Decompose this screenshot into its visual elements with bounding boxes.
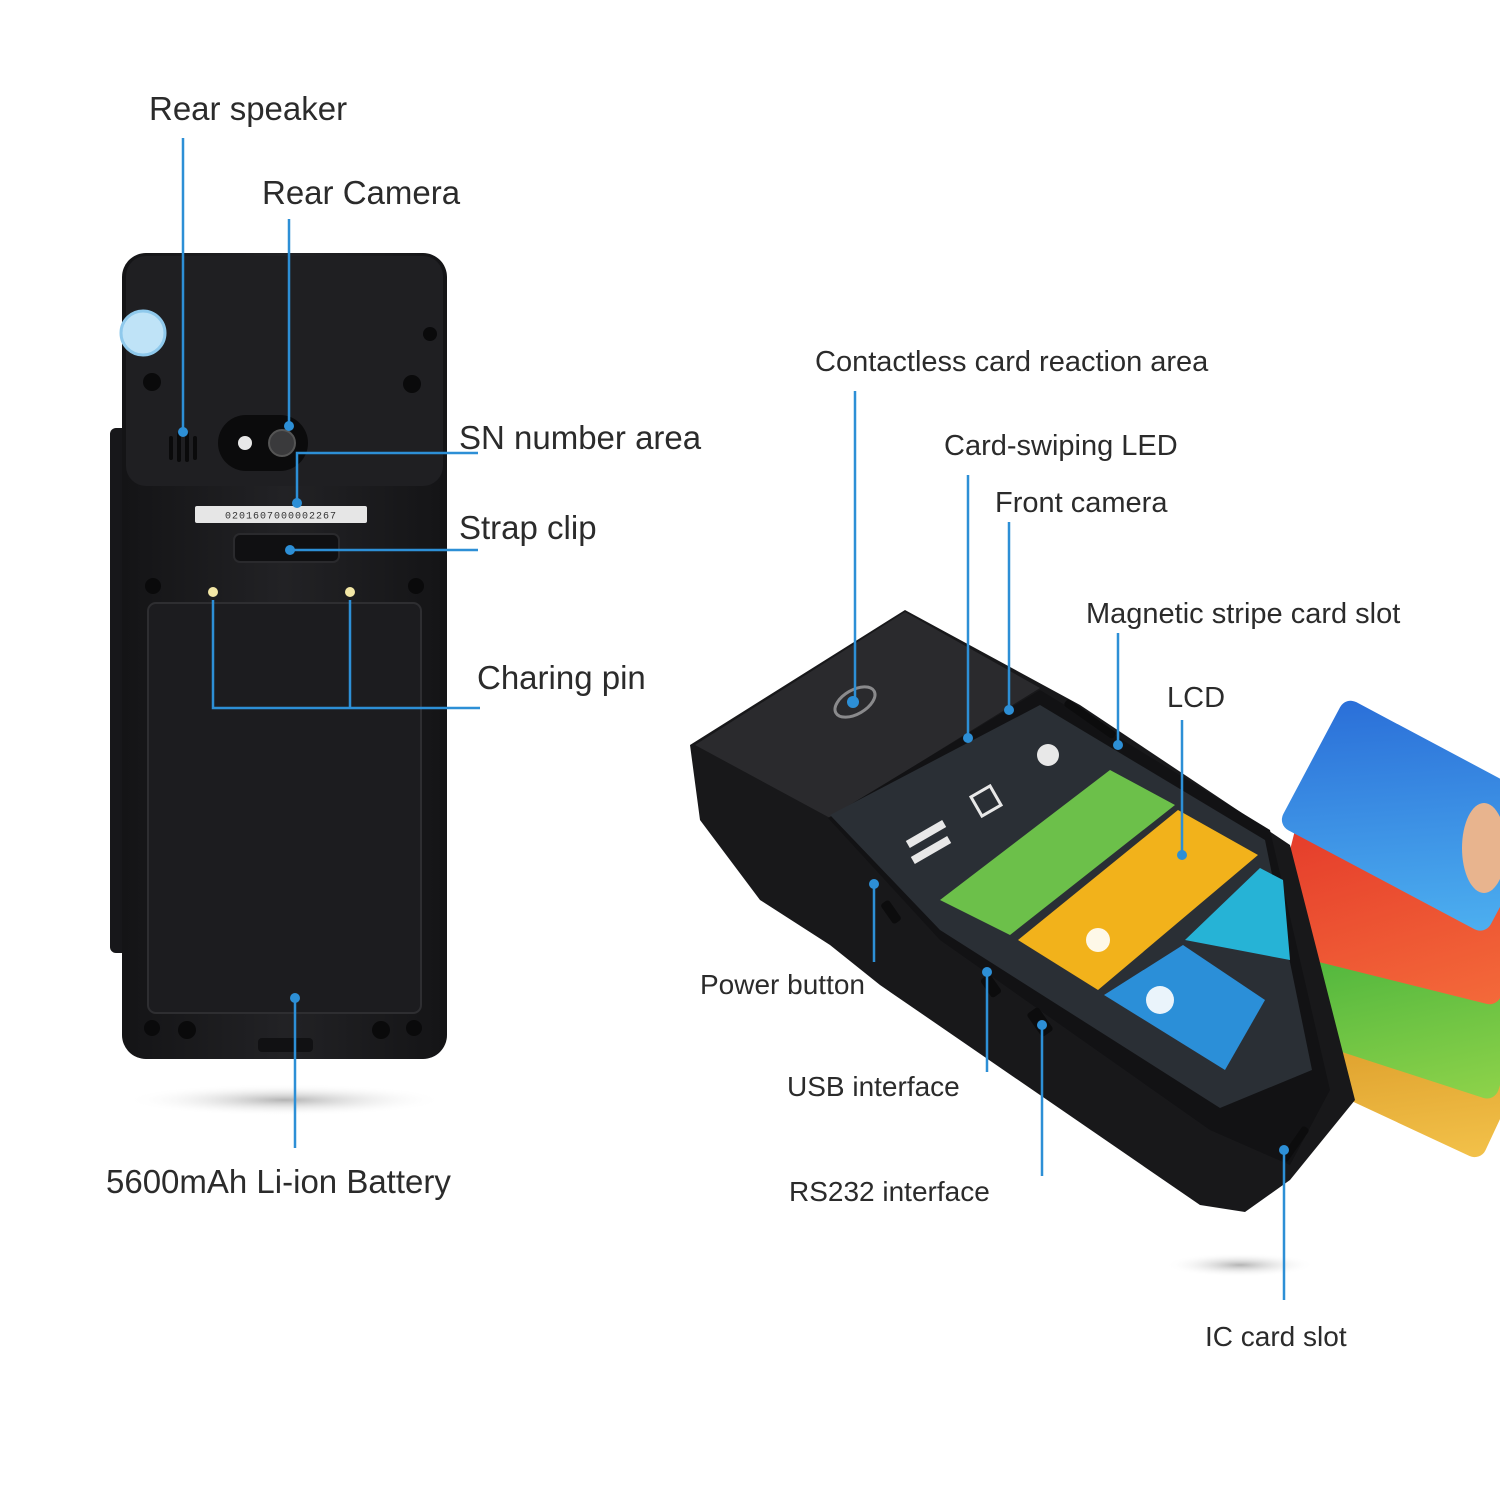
magnetic-stripe-slot [1064,699,1116,739]
user-icon [1037,744,1059,766]
leader-lines [181,138,1286,1300]
leader-dot [1037,1020,1047,1030]
front-device-shadow [1165,1253,1315,1277]
label-power-button: Power button [700,969,865,1000]
certification-sticker-icon [119,309,167,357]
contactless-dot-icon [847,696,859,708]
label-magnetic-slot: Magnetic stripe card slot [1086,598,1401,630]
label-rear-speaker: Rear speaker [149,90,348,127]
label-lcd: LCD [1167,682,1226,714]
leader-dot [178,427,188,437]
menu-icon [910,836,952,864]
label-front-camera: Front camera [995,487,1168,519]
screw-icon [143,373,161,391]
shield-icon [1146,986,1174,1014]
front-device [690,610,1355,1277]
serial-number-text: 0201607000002267 [225,512,337,523]
label-strap-clip: Strap clip [459,509,597,546]
screen-tile-blue [1104,945,1265,1070]
power-button [881,900,901,924]
label-ic-card-slot: IC card slot [1205,1321,1347,1352]
label-card-swiping-led: Card-swiping LED [944,430,1178,462]
leader-dot [292,498,302,508]
printer-section [126,256,443,486]
label-sn-number-area: SN number area [459,419,702,456]
screw-icon [423,327,437,341]
ic-card-slot [1281,1126,1309,1162]
screw-icon [178,1021,196,1039]
leader-dot [1177,850,1187,860]
screw-icon [406,1020,422,1036]
rear-device: 0201607000002267 [110,253,447,1116]
label-rear-camera: Rear Camera [262,174,461,211]
speaker-grille-icon [169,432,197,462]
printer-top [695,612,1040,818]
leader-charging-pin [211,600,480,710]
leader-dot [963,733,973,743]
screw-icon [145,578,161,594]
leader-dot [285,545,295,555]
label-battery: 5600mAh Li-ion Battery [106,1163,451,1200]
leader-dot [1113,740,1123,750]
menu-icon [905,820,947,848]
screen-tile-teal [1185,868,1290,960]
label-contactless-area: Contactless card reaction area [815,346,1209,378]
flash-icon [238,436,252,450]
screen-tile-yellow [1018,810,1258,990]
finger [1462,803,1500,893]
label-rs232-interface: RS232 interface [789,1176,990,1207]
leader-dot [1279,1145,1289,1155]
leader-dot [869,879,879,889]
battery-cover [147,602,422,1014]
label-charging-pin: Charing pin [477,659,646,696]
screw-icon [403,375,421,393]
rear-device-shadow [125,1084,445,1116]
leader-dot [1004,705,1014,715]
screw-icon [408,578,424,594]
charging-pin-icon [208,587,218,597]
screw-icon [144,1020,160,1036]
battery-latch [258,1038,313,1052]
camera-lens-icon [268,429,296,457]
scan-icon [968,783,1004,819]
screen-tile-green [940,770,1175,935]
people-icon [1086,928,1110,952]
payment-cards [1267,700,1500,1158]
leader-sn-area [295,451,478,503]
label-usb-interface: USB interface [787,1071,960,1102]
contactless-icon [833,685,877,719]
leader-dot [290,993,300,1003]
leader-end-dots [178,421,1289,1155]
leader-dot [982,967,992,977]
sn-label-plate [195,506,367,523]
screw-icon [372,1021,390,1039]
leader-dot [284,421,294,431]
charging-pin-icon [345,587,355,597]
